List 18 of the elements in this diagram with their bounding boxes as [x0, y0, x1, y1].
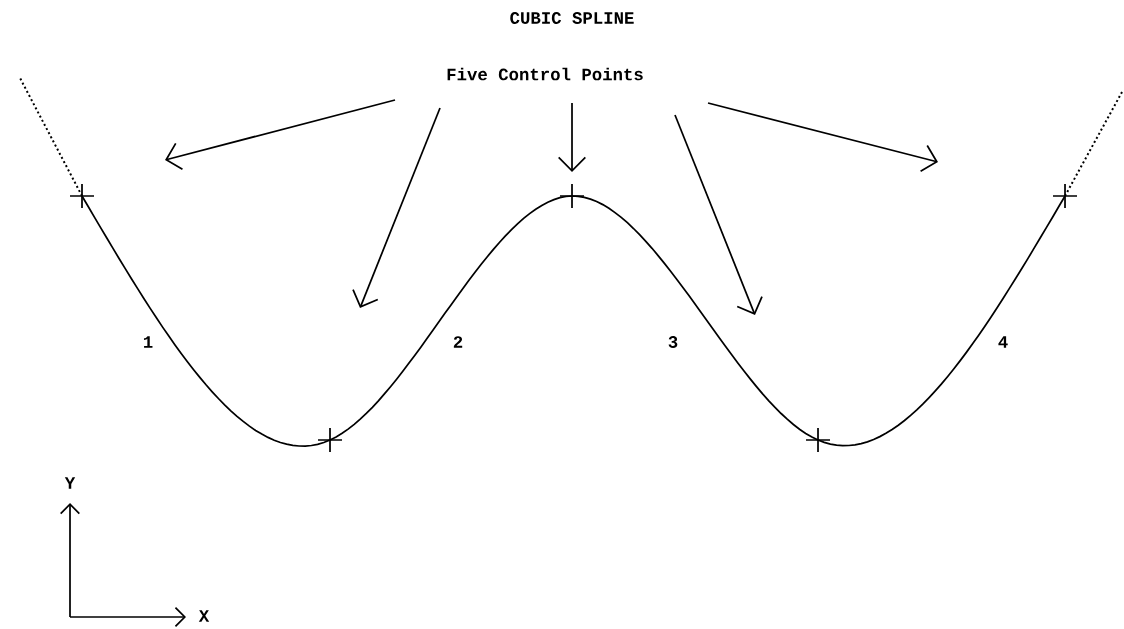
control-point-cross: [1052, 183, 1078, 209]
arrow: [674, 114, 763, 315]
title: CUBIC SPLINE: [510, 12, 634, 24]
arrow: [165, 99, 396, 171]
control-point-cross: [559, 183, 585, 209]
control-point-cross: [317, 427, 343, 453]
axis-label: X: [198, 610, 210, 622]
segment-number: 2: [453, 336, 463, 348]
arrow: [557, 102, 587, 172]
control-point-cross: [805, 427, 831, 453]
arrow: [352, 107, 441, 308]
segment-number: 1: [144, 336, 153, 348]
arrow: [707, 102, 938, 173]
control-point-cross: [69, 183, 95, 209]
segment-number: 4: [998, 336, 1008, 348]
segment-number: 3: [668, 336, 678, 348]
callout-text: Five Control Points: [447, 67, 643, 81]
axis-label: Y: [64, 477, 76, 489]
